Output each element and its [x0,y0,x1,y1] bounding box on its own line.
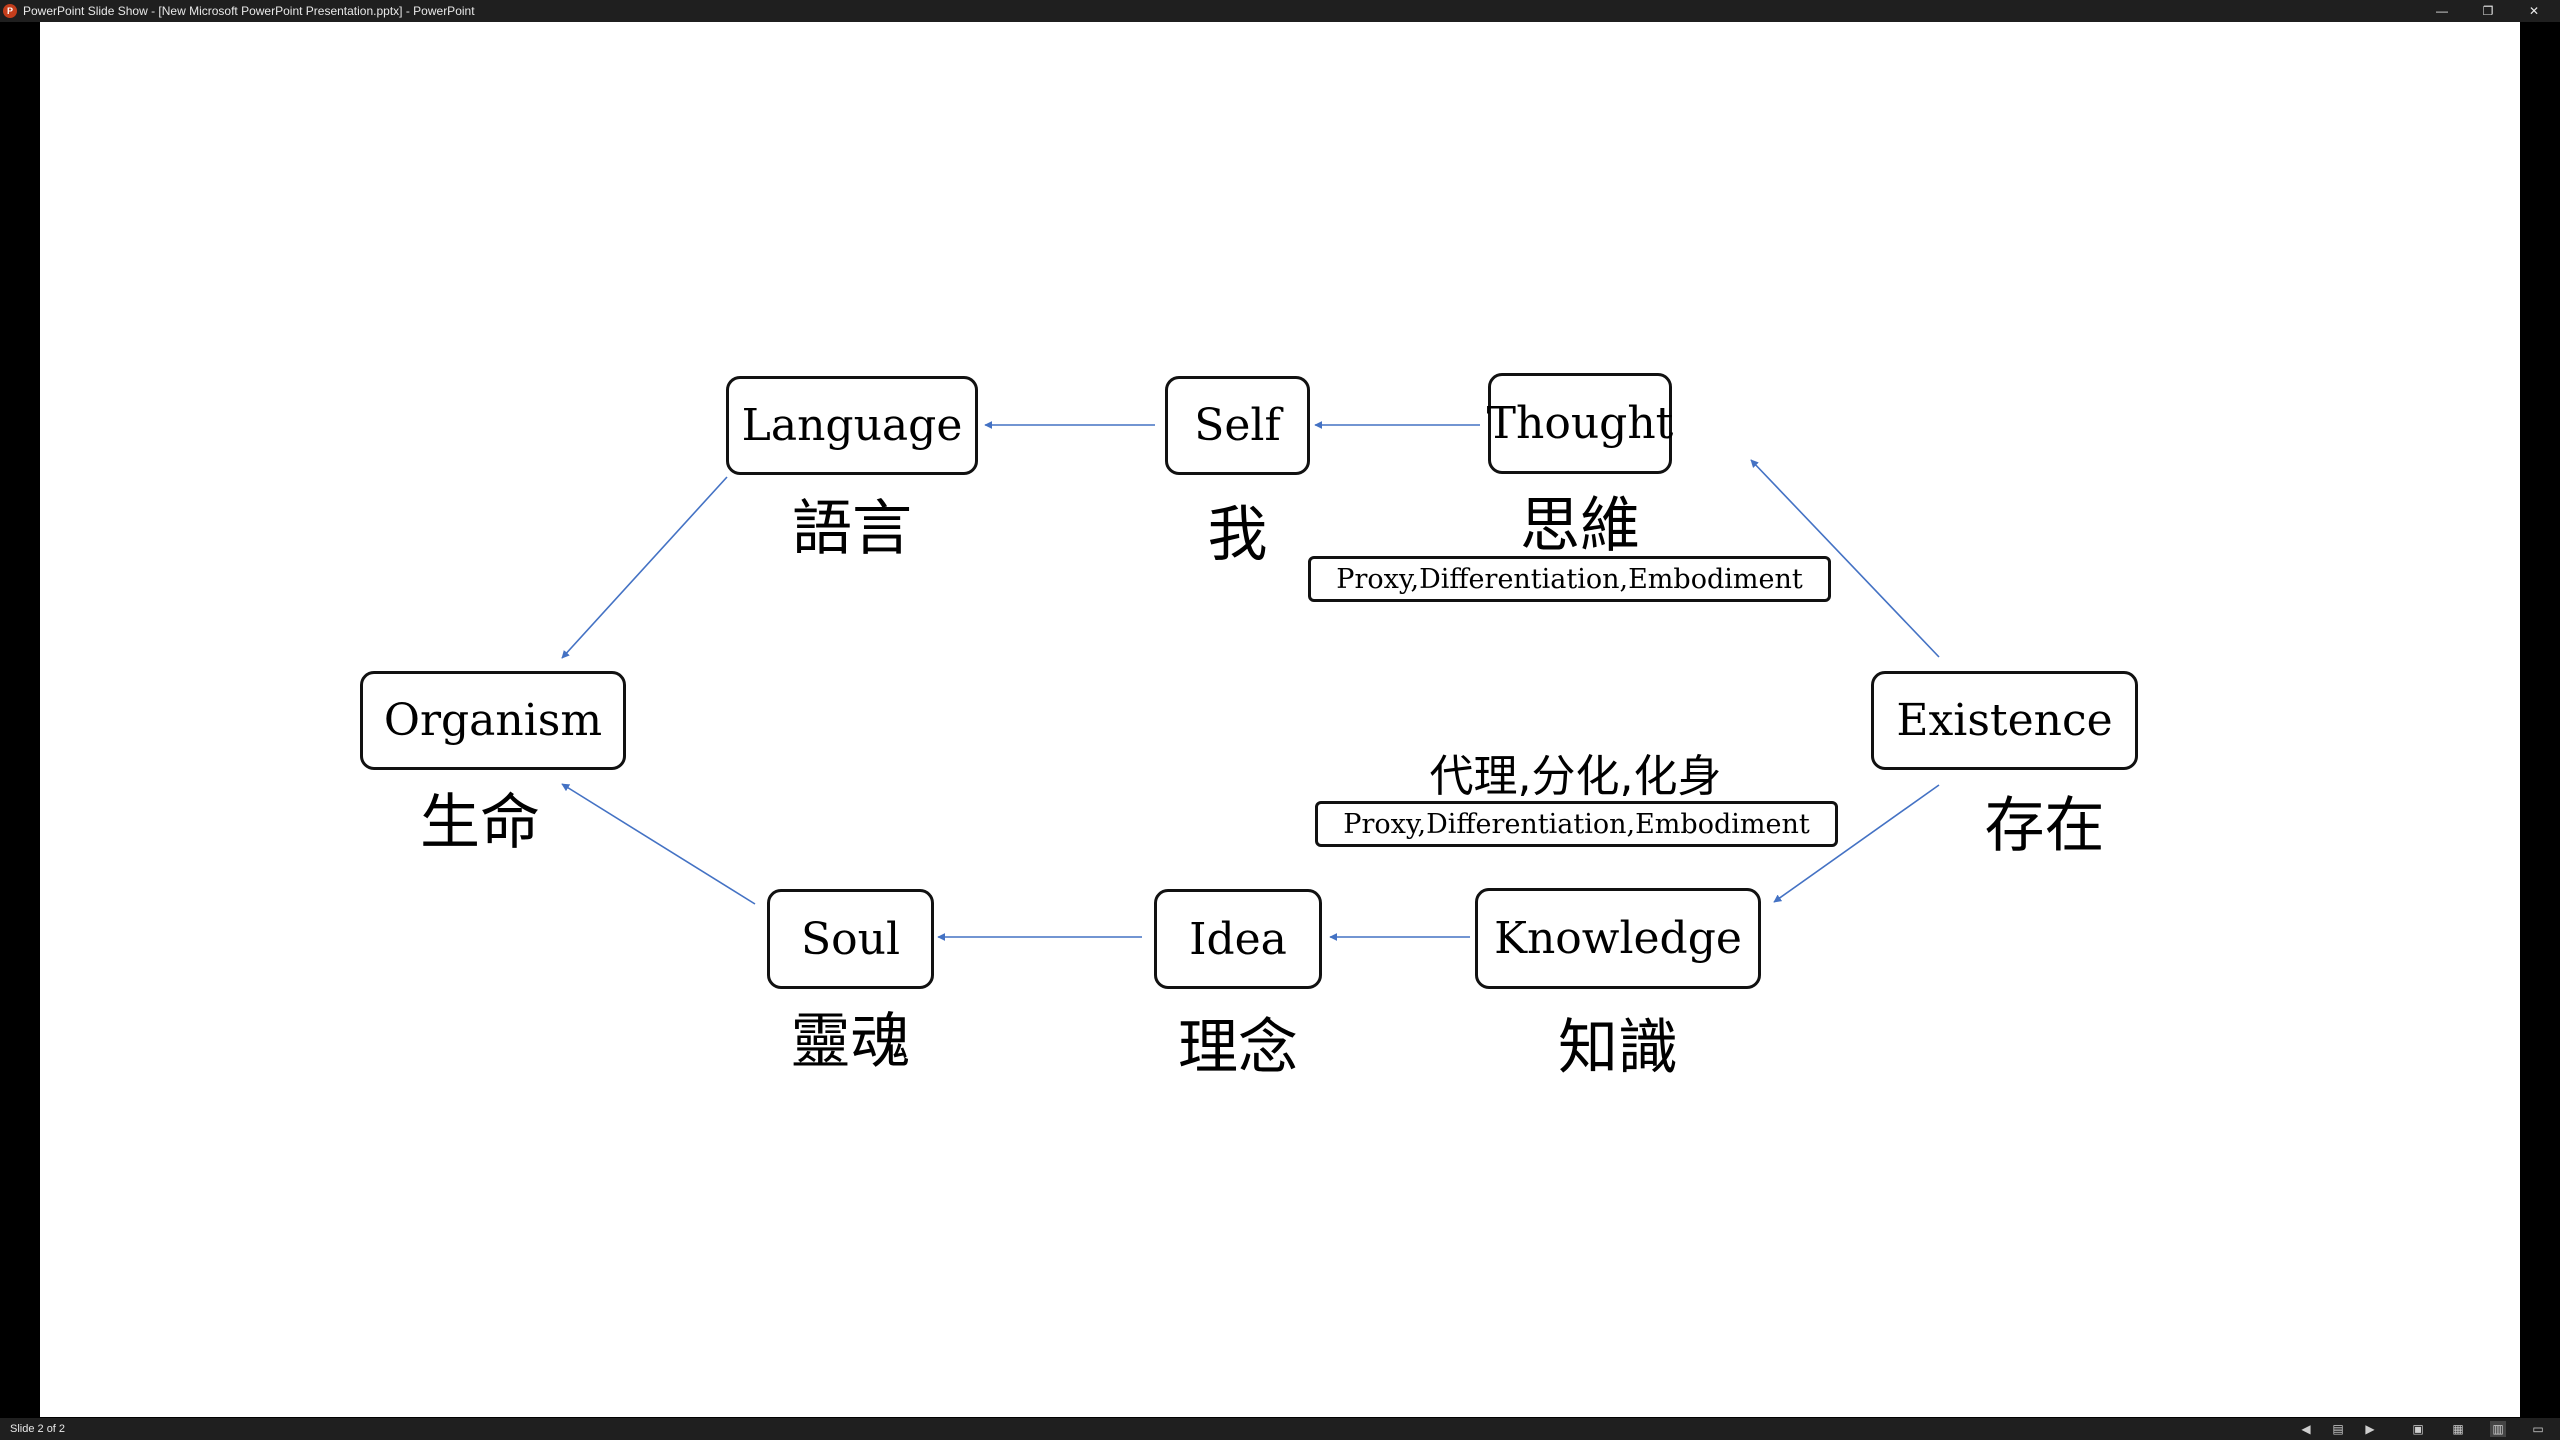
node-thought[interactable]: Thought [1487,373,1673,474]
next-icon[interactable]: ▶ [2365,1422,2375,1436]
label-language-chinese: 語言 [792,494,912,564]
note-lower-chinese: 代理,分化,化身 [1429,751,1722,802]
node-self[interactable]: Self [1165,376,1310,475]
label-knowledge-chinese: 知識 [1558,1013,1678,1083]
label-idea-chinese: 理念 [1178,1013,1298,1083]
arrow-existence-to-knowledge [1773,784,1940,903]
label-existence-chinese: 存在 [1984,791,2105,861]
reading-view-icon[interactable]: ▥ [2490,1421,2506,1437]
restore-button[interactable]: ❐ [2482,4,2494,18]
menu-icon[interactable]: ▤ [2332,1422,2344,1436]
slide-counter: Slide 2 of 2 [10,1423,66,1435]
normal-view-icon[interactable]: ▣ [2412,1422,2424,1436]
previous-icon[interactable]: ◀ [2301,1422,2311,1436]
arrow-soul-to-organism [561,783,756,905]
note-lower[interactable]: Proxy,Differentiation,Embodiment [1315,801,1838,847]
node-language[interactable]: Language [726,376,978,475]
arrow-existence-to-thought [1750,459,1940,658]
node-existence[interactable]: Existence [1871,671,2138,770]
arrow-language-to-organism [561,476,728,659]
label-thought-chinese: 思維 [1520,491,1640,561]
slide-canvas[interactable]: Language 語言 Self 我 Thought 思維 Proxy,Diff… [40,22,2520,1417]
label-soul-chinese: 靈魂 [790,1007,911,1077]
note-upper[interactable]: Proxy,Differentiation,Embodiment [1308,556,1831,602]
label-self-chinese: 我 [1207,500,1268,570]
arrows [561,421,1940,941]
node-knowledge[interactable]: Knowledge [1475,888,1761,989]
powerpoint-icon: P [3,4,17,18]
slide-sorter-icon[interactable]: ▦ [2452,1422,2464,1436]
node-organism[interactable]: Organism [360,671,626,770]
slideshow-icon[interactable]: ▭ [2532,1422,2544,1436]
window-title: PowerPoint Slide Show - [New Microsoft P… [23,4,475,18]
label-organism-chinese: 生命 [420,788,540,858]
close-button[interactable]: ✕ [2528,4,2540,18]
node-idea[interactable]: Idea [1154,889,1322,989]
title-bar: P PowerPoint Slide Show - [New Microsoft… [0,0,2560,22]
minimize-button[interactable]: — [2436,4,2448,18]
arrow-layer [561,421,1940,941]
status-bar: Slide 2 of 2 ◀ ▤ ▶ ▣ ▦ ▥ ▭ [0,1418,2560,1440]
node-soul[interactable]: Soul [767,889,934,989]
